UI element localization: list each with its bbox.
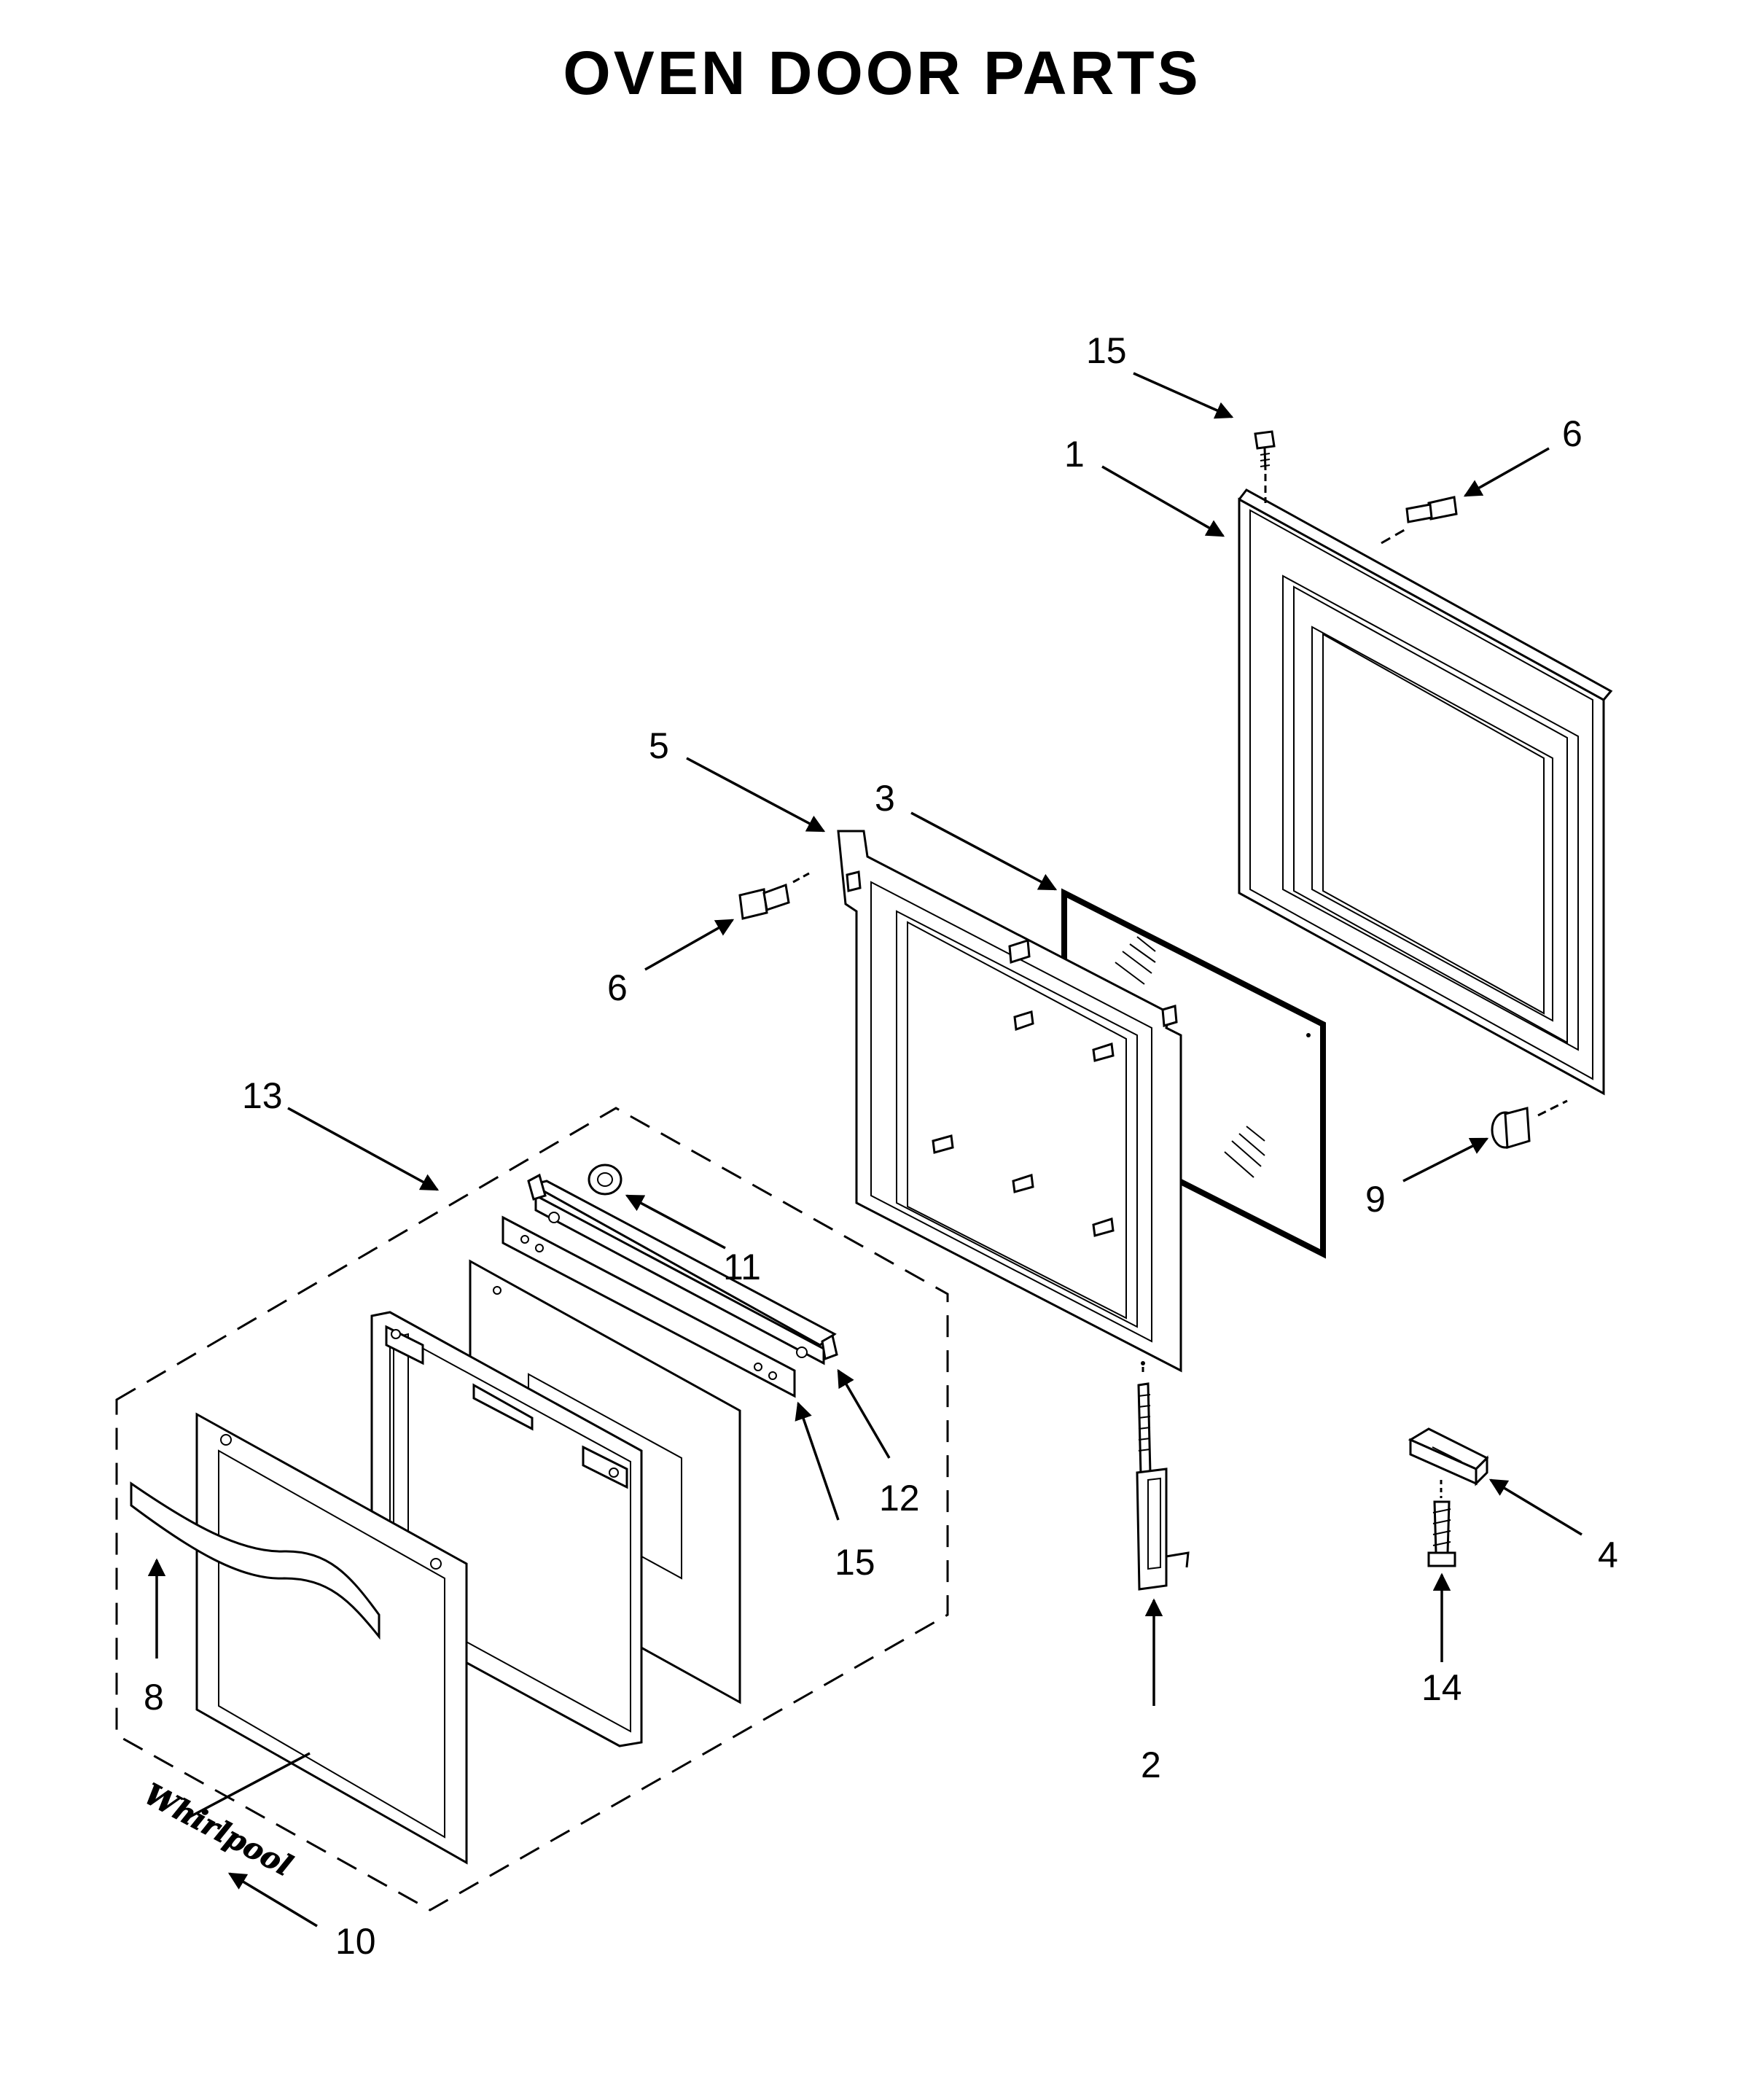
inner-door-assembly-outline: [115, 1107, 949, 1911]
leader-line-6-lower: [644, 919, 735, 971]
leader-line-15: [1133, 372, 1234, 419]
callout-15: 15: [1086, 330, 1127, 371]
door-hinge: [1136, 1367, 1190, 1591]
door-gasket-strip: [130, 1481, 380, 1640]
top-screw: [1254, 430, 1276, 503]
leader-line-11: [837, 1368, 891, 1459]
callout-9: 10: [335, 1921, 376, 1962]
callout-2: 2: [1141, 1745, 1161, 1785]
callout-13: 14: [1421, 1667, 1462, 1708]
leader-line-6-upper: [1463, 447, 1550, 497]
leader-line-3: [910, 811, 1058, 891]
callout-8: 9: [1365, 1179, 1386, 1220]
callout-5: 5: [649, 725, 669, 766]
bracket-screw: [1427, 1480, 1456, 1567]
callout-6-upper: 6: [1562, 413, 1582, 454]
leader-line-12: [287, 1107, 440, 1191]
outer-door-panel: [1238, 488, 1613, 1096]
callout-10: 11: [723, 1247, 761, 1287]
leader-line-9-tail: [185, 1752, 311, 1820]
callout-11: 12: [879, 1478, 920, 1519]
leader-line-8: [1402, 1137, 1489, 1182]
leader-line-1: [1101, 465, 1225, 537]
callout-6-lower: 6: [607, 967, 628, 1008]
callout-12: 13: [242, 1075, 283, 1116]
door-channel-bar: [502, 1215, 796, 1398]
callout-1: 1: [1064, 434, 1085, 475]
diagram-title: OVEN DOOR PARTS: [563, 39, 1201, 107]
hex-nut: [588, 1164, 623, 1196]
leader-line-4: [1488, 1478, 1582, 1536]
outer-door-glass: [195, 1412, 468, 1865]
callout-4: 4: [1598, 1535, 1618, 1575]
leader-line-10: [625, 1194, 726, 1250]
callout-7: 8: [144, 1677, 164, 1718]
door-top-channel: [527, 1173, 838, 1365]
inner-door-frame: [837, 830, 1182, 1373]
hinge-screw-right: [1381, 496, 1458, 545]
mounting-bracket: [1408, 1427, 1489, 1486]
hinge-screw-left: [738, 872, 810, 920]
leader-line-14: [795, 1401, 840, 1521]
callout-14: 15: [835, 1542, 875, 1583]
callout-3: 3: [875, 778, 895, 819]
leader-line-9: [227, 1872, 318, 1928]
door-bumper: [1491, 1099, 1568, 1149]
leader-line-5: [686, 757, 826, 833]
